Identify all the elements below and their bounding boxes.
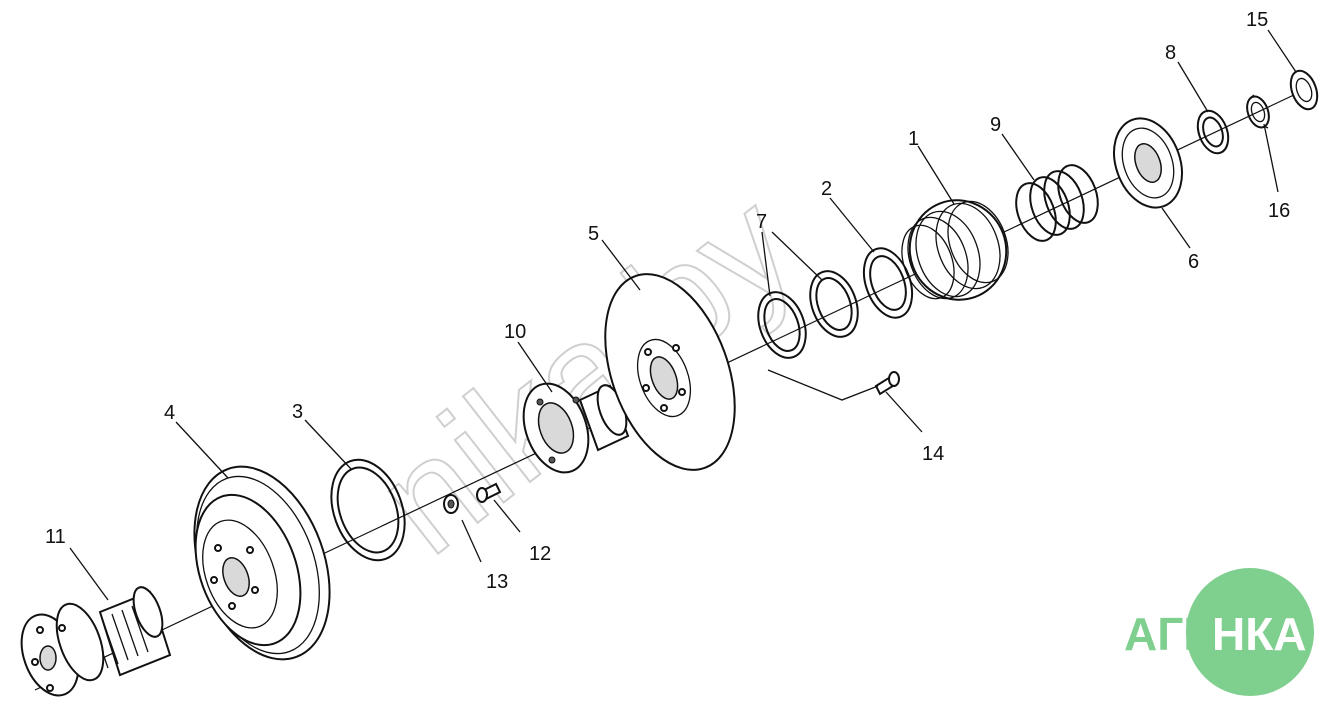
callout-5: 5 (588, 223, 599, 245)
watermark-text: nika.by (346, 160, 824, 585)
logo-right-text: НКА (1212, 608, 1307, 660)
part-3-ring (330, 458, 406, 562)
part-4-pulley-disc (193, 465, 331, 661)
part-6-cover-plate (1113, 117, 1183, 209)
callout-16: 16 (1268, 200, 1290, 222)
callout-7: 7 (756, 211, 767, 233)
callout-2: 2 (821, 178, 832, 200)
part-1-spring-pack (901, 199, 1009, 301)
part-7-ring-a (757, 291, 807, 359)
part-14-pin (874, 371, 900, 396)
callout-11: 11 (45, 526, 66, 548)
callout-14: 14 (922, 443, 944, 465)
logo-circle (1186, 568, 1314, 696)
agronika-logo: АГРО НКА (1124, 568, 1314, 696)
leader-lines (69, 29, 1297, 601)
part-2-ring (862, 247, 914, 319)
logo-left-text: АГРО (1124, 608, 1249, 660)
callout-3: 3 (292, 401, 303, 423)
part-10-hub (522, 382, 630, 474)
part-7-ring-b (809, 270, 859, 338)
callout-9: 9 (990, 114, 1001, 136)
callout-10: 10 (504, 321, 526, 343)
part-9-coil-spring (1015, 164, 1099, 242)
part-12-bolt (476, 482, 502, 503)
part-11-splined-shaft (20, 586, 172, 697)
callout-labels: 1 2 3 4 5 6 7 8 9 10 11 12 13 14 15 16 (45, 9, 1290, 593)
watermark: nika.by (345, 159, 825, 586)
part-13-nut (443, 494, 459, 514)
callout-15: 15 (1246, 9, 1268, 31)
callout-13: 13 (486, 571, 508, 593)
callout-12: 12 (529, 543, 551, 565)
callout-8: 8 (1165, 42, 1176, 64)
part-16-lock-washer (1246, 94, 1270, 129)
part-8-washer (1196, 109, 1230, 155)
part-5-clutch-disc (604, 273, 736, 471)
callout-1: 1 (908, 128, 919, 150)
part-15-nut (1289, 69, 1319, 111)
callout-4: 4 (164, 402, 175, 424)
callout-6: 6 (1188, 251, 1199, 273)
